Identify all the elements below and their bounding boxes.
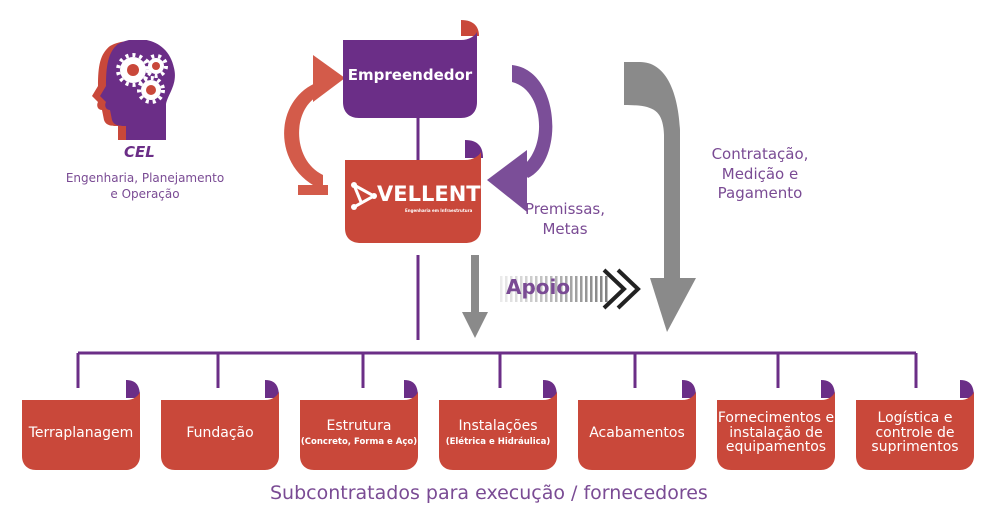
subcontractor-card-label: Fundação <box>161 400 279 466</box>
subcontractor-card-label: Logística e controle de suprimentos <box>856 400 974 466</box>
contratacao-line2: Medição e <box>721 164 799 183</box>
cel-subtitle-line2: e Operação <box>110 187 180 202</box>
vellent-logo-icon <box>351 182 377 210</box>
vellent-box[interactable]: VELLENT Engenharia em Infraestrutura <box>345 138 483 243</box>
apoio-stripe <box>540 276 543 302</box>
subcontractor-card-label: Acabamentos <box>578 400 696 466</box>
contratacao-label: Contratação, Medição e Pagamento <box>700 145 820 204</box>
footer-title: Subcontratados para execução / fornecedo… <box>270 482 708 504</box>
subcontractor-card-label: Instalações (Elétrica e Hidráulica) <box>439 400 557 466</box>
subcontractor-card[interactable]: Acabamentos <box>578 378 698 470</box>
apoio-stripe <box>570 276 573 302</box>
subcontractor-card-label: Terraplanagem <box>22 400 140 466</box>
apoio-stripe <box>580 276 583 302</box>
gray-down-arrow <box>462 255 488 338</box>
apoio-stripe <box>545 276 548 302</box>
red-cycle-arrow <box>284 55 345 195</box>
apoio-stripe <box>500 276 503 302</box>
subcontractor-main-text: Terraplanagem <box>28 424 134 441</box>
apoio-stripe <box>605 276 608 302</box>
apoio-stripe <box>505 276 508 302</box>
apoio-stripe <box>600 276 603 302</box>
purple-curved-arrow <box>487 65 553 212</box>
cel-subtitle-line1: Engenharia, Planejamento <box>65 171 225 185</box>
apoio-stripe <box>550 276 553 302</box>
apoio-stripe <box>595 276 598 302</box>
apoio-stripe <box>530 276 533 302</box>
subcontractor-card[interactable]: Fundação <box>161 378 281 470</box>
gray-payment-arrow <box>624 62 696 332</box>
apoio-stripe <box>520 276 523 302</box>
premissas-line2: Metas <box>542 219 588 238</box>
apoio-stripe <box>565 276 568 302</box>
apoio-stripe <box>525 276 528 302</box>
subcontractor-card[interactable]: Fornecimentos e instalação de equipament… <box>717 378 837 470</box>
bus-drops <box>76 353 918 388</box>
empreendedor-box[interactable]: Empreendedor <box>343 18 481 118</box>
subcontractor-sub-text: (Concreto, Forma e Aço) <box>300 436 418 447</box>
apoio-stripe <box>560 276 563 302</box>
apoio-stripe <box>555 276 558 302</box>
vellent-tagline: Engenharia em Infraestrutura <box>405 208 473 213</box>
subcontractor-sub-text: (Elétrica e Hidráulica) <box>445 436 551 447</box>
head-gears-icon <box>92 40 175 140</box>
apoio-stripes <box>500 276 608 302</box>
double-chevron-icon <box>602 268 641 310</box>
subcontractor-card-label: Fornecimentos e instalação de equipament… <box>717 400 835 466</box>
empreendedor-label: Empreendedor <box>347 66 473 85</box>
apoio-stripe <box>535 276 538 302</box>
subcontractor-card[interactable]: Logística e controle de suprimentos <box>856 378 976 470</box>
subcontractor-main-text: Instalações <box>458 417 538 434</box>
premissas-label: Premissas, Metas <box>515 200 615 239</box>
contratacao-line1: Contratação, <box>711 145 809 163</box>
vellent-logo-text: VELLENT <box>377 182 481 206</box>
subcontractor-card-label: Estrutura (Concreto, Forma e Aço) <box>300 400 418 466</box>
contratacao-line3: Pagamento <box>717 184 803 202</box>
subcontractor-main-text: Fornecimentos e instalação de equipament… <box>717 409 835 456</box>
cel-title: CEL <box>124 143 155 161</box>
cel-subtitle: Engenharia, Planejamento e Operação <box>55 170 235 202</box>
apoio-stripe <box>510 276 513 302</box>
apoio-stripe <box>585 276 588 302</box>
premissas-line1: Premissas, <box>524 200 606 218</box>
subcontractor-main-text: Acabamentos <box>589 424 685 441</box>
apoio-label: Apoio <box>506 275 571 299</box>
apoio-stripe <box>515 276 518 302</box>
subcontractor-main-text: Fundação <box>186 424 254 441</box>
subcontractor-card[interactable]: Terraplanagem <box>22 378 142 470</box>
subcontractor-card[interactable]: Instalações (Elétrica e Hidráulica) <box>439 378 559 470</box>
apoio-stripe <box>575 276 578 302</box>
subcontractor-main-text: Logística e controle de suprimentos <box>871 409 959 456</box>
subcontractor-card[interactable]: Estrutura (Concreto, Forma e Aço) <box>300 378 420 470</box>
apoio-stripe <box>590 276 593 302</box>
subcontractor-main-text: Estrutura <box>326 417 392 434</box>
